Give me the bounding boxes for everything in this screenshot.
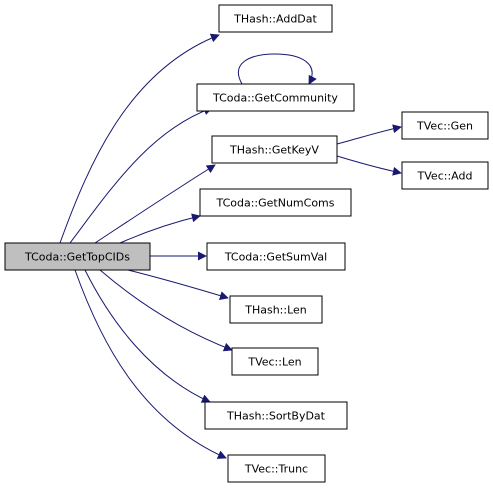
node-adddat[interactable]: THash::AddDat bbox=[218, 4, 333, 33]
edge-root-to-hashlen bbox=[127, 269, 229, 300]
node-label: TVec::Gen bbox=[416, 120, 473, 133]
edge-getkeyv-to-vecadd bbox=[336, 155, 402, 176]
edge-root-to-adddat bbox=[59, 33, 220, 244]
edge-root-to-veclen bbox=[99, 269, 233, 352]
node-box bbox=[4, 242, 151, 271]
node-getnumcoms[interactable]: TCoda::GetNumComs bbox=[199, 188, 352, 217]
node-box bbox=[196, 83, 355, 112]
node-label: TVec::Len bbox=[247, 356, 301, 369]
node-veclen[interactable]: TVec::Len bbox=[231, 347, 319, 376]
edge-getcommunity-to-getcommunity bbox=[237, 53, 317, 85]
edge-root-to-getcommunity bbox=[69, 106, 213, 244]
node-label: THash::GetKeyV bbox=[229, 144, 319, 157]
node-box bbox=[199, 188, 352, 217]
node-box bbox=[227, 454, 326, 483]
node-getkeyv[interactable]: THash::GetKeyV bbox=[211, 135, 338, 164]
node-box bbox=[206, 242, 346, 271]
node-box bbox=[229, 295, 323, 324]
node-label: THash::Len bbox=[244, 304, 307, 317]
node-getcommunity[interactable]: TCoda::GetCommunity bbox=[196, 83, 355, 112]
node-label: TCoda::GetCommunity bbox=[212, 92, 338, 105]
node-getsumval[interactable]: TCoda::GetSumVal bbox=[206, 242, 346, 271]
node-box bbox=[231, 347, 319, 376]
node-label: TVec::Trunc bbox=[244, 463, 308, 476]
node-hashlen[interactable]: THash::Len bbox=[229, 295, 323, 324]
node-label: TCoda::GetTopCIDs bbox=[24, 251, 130, 264]
node-label: THash::SortByDat bbox=[226, 410, 326, 423]
node-sortbydat[interactable]: THash::SortByDat bbox=[204, 401, 348, 430]
node-label: TVec::Add bbox=[417, 170, 473, 183]
node-box bbox=[401, 161, 489, 190]
node-trunc[interactable]: TVec::Trunc bbox=[227, 454, 326, 483]
node-box bbox=[401, 111, 489, 140]
node-box bbox=[204, 401, 348, 430]
edge-root-to-getnumcoms bbox=[119, 213, 201, 244]
node-vecadd[interactable]: TVec::Add bbox=[401, 161, 489, 190]
node-box bbox=[211, 135, 338, 164]
node-root[interactable]: TCoda::GetTopCIDs bbox=[4, 242, 151, 271]
node-box bbox=[218, 4, 333, 33]
edge-root-to-sortbydat bbox=[84, 269, 211, 403]
node-label: THash::AddDat bbox=[233, 13, 317, 26]
edge-getkeyv-to-vecgen bbox=[336, 124, 402, 145]
edge-root-to-getkeyv bbox=[94, 164, 216, 244]
edges bbox=[59, 33, 402, 459]
node-vecgen[interactable]: TVec::Gen bbox=[401, 111, 489, 140]
node-label: TCoda::GetNumComs bbox=[216, 197, 335, 210]
node-label: TCoda::GetSumVal bbox=[224, 251, 327, 264]
nodes: TCoda::GetTopCIDs THash::AddDatTCoda::Get… bbox=[4, 4, 489, 483]
edge-root-to-trunc bbox=[74, 269, 227, 459]
